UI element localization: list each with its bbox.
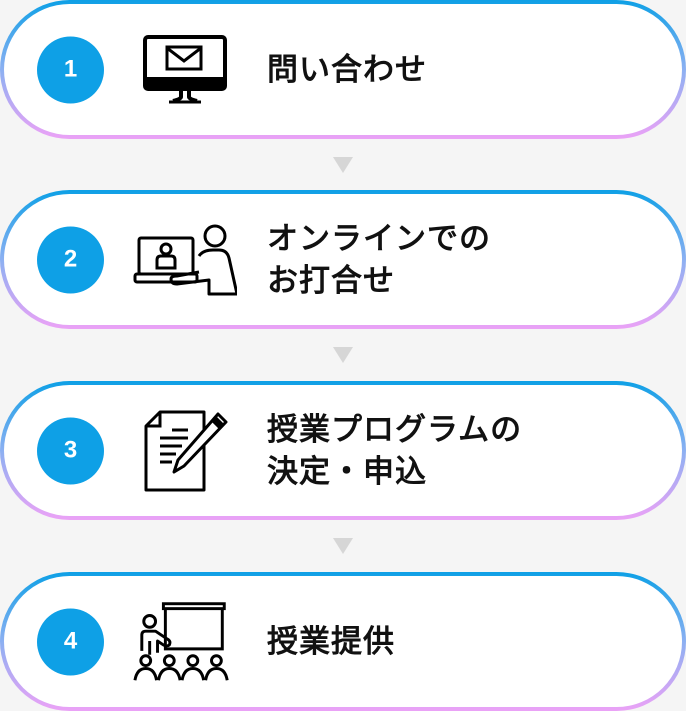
step-card-inner: 4 bbox=[4, 576, 682, 707]
step-number-badge: 4 bbox=[37, 608, 104, 675]
teaching-class-icon bbox=[132, 597, 238, 687]
step-number-badge: 1 bbox=[37, 36, 104, 103]
step-label: オンラインでの お打合せ bbox=[267, 220, 491, 299]
online-meeting-icon bbox=[132, 215, 238, 305]
step-number-badge: 3 bbox=[37, 417, 104, 484]
arrow-down-icon bbox=[333, 157, 353, 173]
step-label: 授業提供 bbox=[267, 623, 395, 660]
step-label: 授業プログラムの 決定・申込 bbox=[267, 411, 523, 490]
step-number-badge: 2 bbox=[37, 226, 104, 293]
step-card-inner: 1 問い合わせ bbox=[4, 4, 682, 135]
step-card-inner: 2 オンラインでの お打合せ bbox=[4, 194, 682, 325]
document-pen-icon bbox=[132, 406, 238, 496]
arrow-down-icon bbox=[333, 347, 353, 363]
step-card-2: 2 オンラインでの お打合せ bbox=[0, 190, 686, 329]
step-card-1: 1 問い合わせ bbox=[0, 0, 686, 139]
arrow-down-icon bbox=[333, 538, 353, 554]
step-card-4: 4 bbox=[0, 572, 686, 711]
step-card-inner: 3 授業プログラムの 決定・申込 bbox=[4, 385, 682, 516]
monitor-mail-icon bbox=[132, 25, 238, 115]
step-label: 問い合わせ bbox=[267, 51, 427, 88]
step-card-3: 3 授業プログラムの 決定・申込 bbox=[0, 381, 686, 520]
